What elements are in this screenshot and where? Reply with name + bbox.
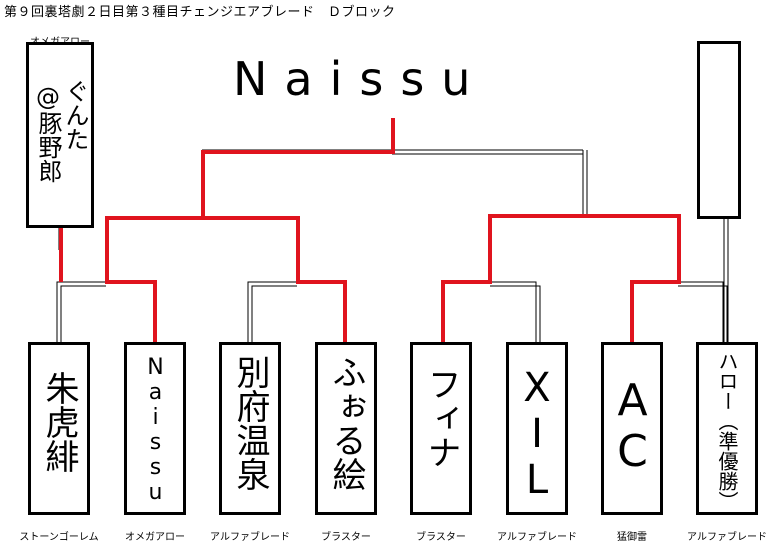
player-box-4: ふぉる絵: [315, 342, 377, 515]
player-style-8: アルファブレード: [687, 532, 767, 543]
player-name-2: Naissu: [143, 355, 168, 505]
player-style-1: ストーンゴーレム: [19, 532, 99, 543]
player-box-8: ハロー（準優勝）: [696, 342, 758, 515]
player-name-8: ハロー（準優勝）: [715, 351, 739, 511]
player-name-5: フィナ: [421, 367, 461, 469]
player-name-7: AC: [607, 375, 658, 477]
player-style-3: アルファブレード: [210, 532, 290, 543]
seed-top-name-line1: ぐんた: [61, 79, 89, 151]
tournament-title: 第９回裏塔劇２日目第３種目チェンジエアブレード Ｄブロック: [4, 5, 396, 20]
player-box-7: AC: [601, 342, 663, 515]
seed-top-name-line2: @豚野郎: [34, 83, 62, 183]
player-name-6: XIL: [514, 365, 560, 503]
player-name-1: 朱虎緋: [39, 371, 79, 473]
player-style-6: アルファブレード: [497, 532, 577, 543]
winner-name: Naissu: [233, 52, 488, 106]
player-box-5: フィナ: [410, 342, 472, 515]
player-style-4: ブラスター: [321, 532, 371, 543]
player-name-3: 別府温泉: [230, 355, 270, 491]
seed-right-box: [697, 41, 741, 219]
player-box-1: 朱虎緋: [28, 342, 90, 515]
player-box-2: Naissu: [124, 342, 186, 515]
seed-top-box: ぐんた @豚野郎: [26, 42, 94, 228]
player-name-4: ふぉる絵: [326, 355, 366, 491]
player-box-6: XIL: [506, 342, 568, 515]
player-style-2: オメガアロー: [125, 532, 185, 543]
player-style-5: ブラスター: [416, 532, 466, 543]
player-style-7: 猛御雷: [617, 532, 647, 543]
player-box-3: 別府温泉: [219, 342, 281, 515]
